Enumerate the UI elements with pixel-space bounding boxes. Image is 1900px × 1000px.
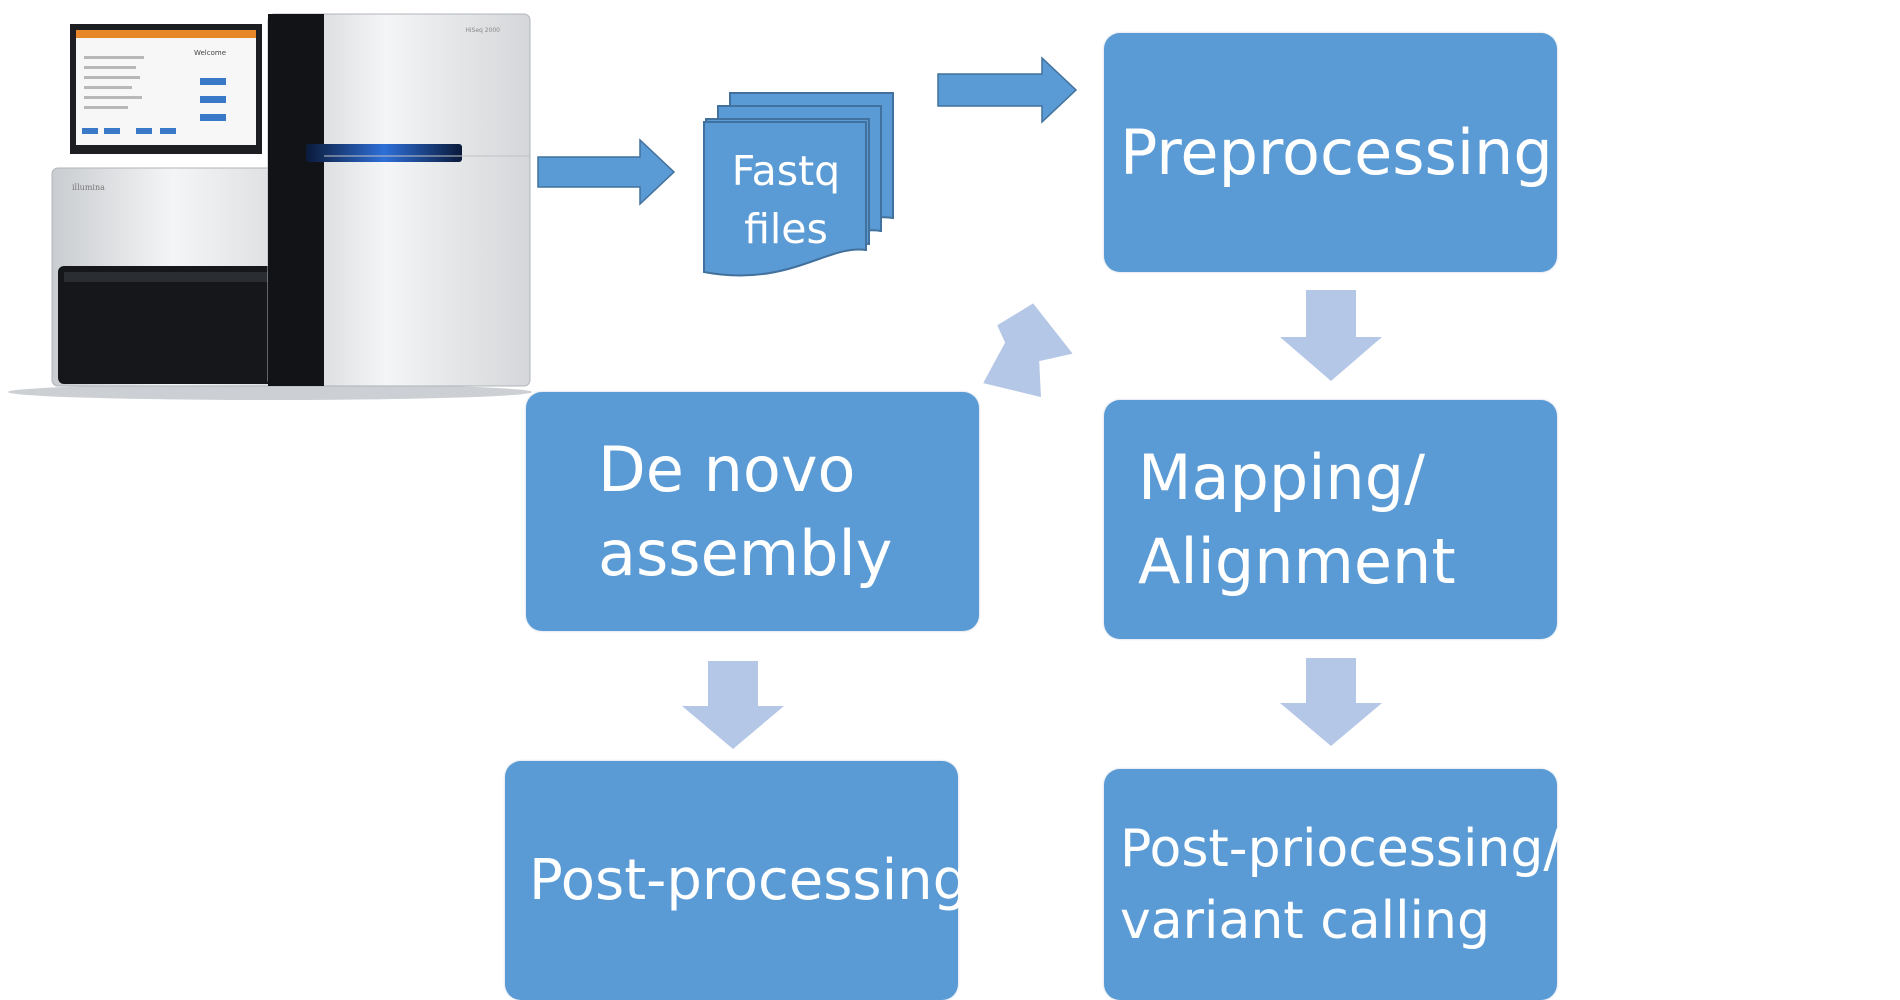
mapping-label-line2: Alignment: [1138, 524, 1456, 598]
denovo-label-line1: De novo: [598, 432, 856, 506]
arrow-down-icon: [1280, 290, 1382, 381]
arrow-right-icon: [937, 56, 1078, 124]
denovo-label-line2: assembly: [598, 516, 893, 590]
post-processing-box: Post-processing: [505, 761, 969, 1000]
sequencer-instrument-image: Welcome illumina HiSeq 2000: [8, 13, 532, 400]
fastq-label: Fastq files: [706, 142, 866, 258]
fastq-label-line1: Fastq: [731, 147, 841, 195]
mapping-alignment-box: Mapping/ Alignment: [1104, 400, 1557, 639]
document-stack-icon: [703, 92, 894, 277]
arrow-down-icon: [1280, 658, 1382, 746]
variant-calling-label-line1: Post-priocessing/: [1120, 818, 1561, 879]
model-label: HiSeq 2000: [465, 27, 500, 34]
arrow-down-left-icon: [983, 303, 1073, 398]
preprocessing-label: Preprocessing: [1120, 115, 1553, 189]
brand-label: illumina: [72, 183, 105, 192]
post-processing-label: Post-processing: [529, 847, 969, 913]
screen-title: Welcome: [194, 49, 226, 57]
fastq-label-line2: files: [744, 205, 828, 253]
preprocessing-box: Preprocessing: [1104, 33, 1557, 272]
variant-calling-label-line2: variant calling: [1120, 890, 1490, 951]
arrow-down-icon: [682, 661, 784, 749]
arrow-right-icon: [537, 138, 676, 206]
de-novo-assembly-box: De novo assembly: [526, 392, 979, 631]
mapping-label-line1: Mapping/: [1138, 440, 1425, 514]
variant-calling-box: Post-priocessing/ variant calling: [1104, 769, 1561, 1000]
